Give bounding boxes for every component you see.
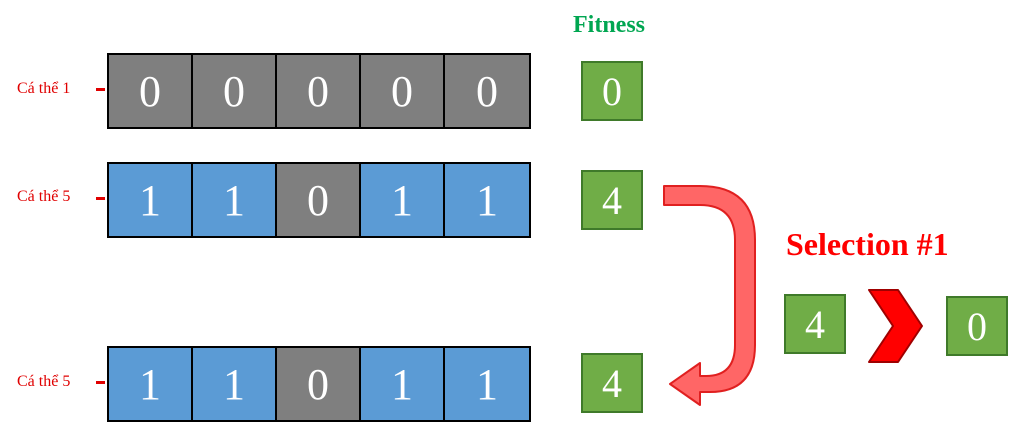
gene: 1 xyxy=(193,348,277,420)
gene: 0 xyxy=(445,55,529,127)
selection-left-value: 4 xyxy=(784,294,846,354)
fitness-header: Fitness xyxy=(573,12,645,38)
row-dash-2 xyxy=(96,197,105,200)
selection-right-value: 0 xyxy=(946,296,1008,356)
gene: 0 xyxy=(193,55,277,127)
gene: 1 xyxy=(109,348,193,420)
row-dash-3 xyxy=(96,381,105,384)
gene: 0 xyxy=(277,164,361,236)
row-label-1: Cá thể 1 xyxy=(17,80,71,97)
selection-title: Selection #1 xyxy=(786,226,949,262)
gene: 1 xyxy=(109,164,193,236)
chromosome-3: 1 1 0 1 1 xyxy=(107,346,531,422)
gene: 1 xyxy=(445,164,529,236)
gene: 0 xyxy=(361,55,445,127)
gene: 0 xyxy=(277,348,361,420)
chromosome-1: 0 0 0 0 0 xyxy=(107,53,531,129)
row-label-3: Cá thể 5 xyxy=(17,373,71,390)
fitness-box-2: 4 xyxy=(581,170,643,230)
gene: 0 xyxy=(277,55,361,127)
chromosome-2: 1 1 0 1 1 xyxy=(107,162,531,238)
gene: 1 xyxy=(361,164,445,236)
gene: 1 xyxy=(445,348,529,420)
gene: 1 xyxy=(361,348,445,420)
gene: 0 xyxy=(109,55,193,127)
row-label-2: Cá thể 5 xyxy=(17,188,71,205)
fitness-box-3: 4 xyxy=(581,353,643,413)
gene: 1 xyxy=(193,164,277,236)
row-dash-1 xyxy=(96,88,105,91)
fitness-box-1: 0 xyxy=(581,61,643,121)
